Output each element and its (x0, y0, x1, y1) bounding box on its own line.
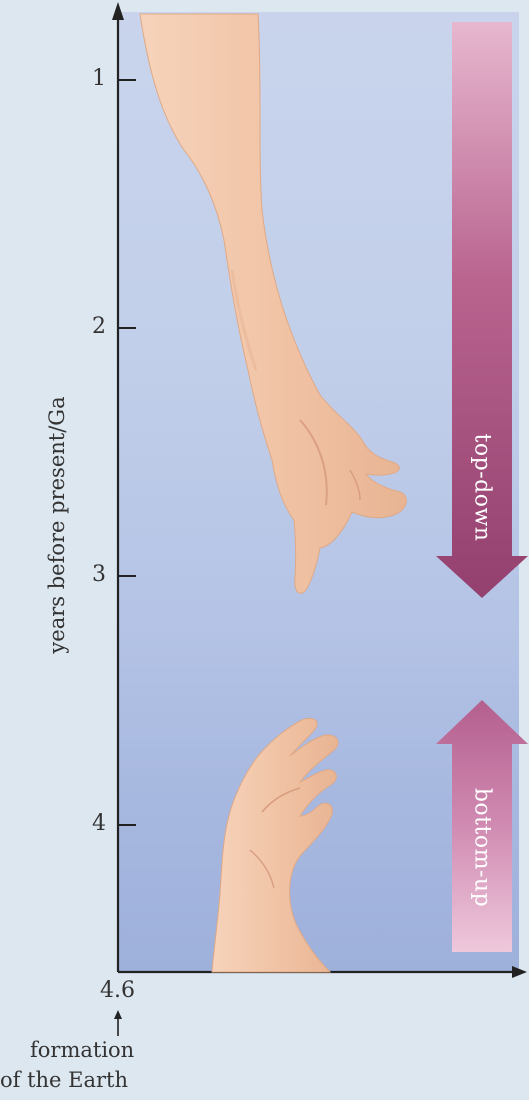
tick-label-1: 1 (92, 66, 106, 91)
tick-label-4-6: 4.6 (100, 978, 135, 1003)
bottom-up-label: bottom-up (470, 788, 495, 908)
y-axis-label: years before present/Ga (45, 335, 75, 715)
x-axis-arrowhead (512, 966, 527, 978)
y-axis-arrowhead (112, 2, 124, 20)
tick-label-2: 2 (92, 314, 106, 339)
formation-pointer-head (114, 1010, 122, 1019)
top-down-label: top-down (470, 428, 495, 548)
lower-hand (212, 718, 338, 972)
tick-label-4: 4 (92, 811, 106, 836)
formation-label-line1: formation (30, 1038, 134, 1062)
formation-label-line2: of the Earth (0, 1068, 128, 1092)
upper-hand (140, 14, 406, 593)
tick-label-3: 3 (92, 562, 106, 587)
